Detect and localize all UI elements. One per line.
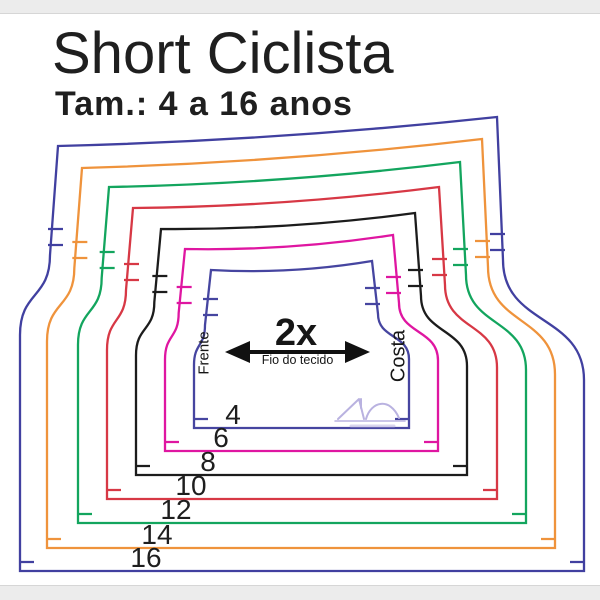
pattern-outline-14 — [45, 137, 557, 550]
size-label-4: 4 — [225, 399, 241, 430]
pattern-title: Short Ciclista — [52, 21, 394, 86]
notch-marks-14 — [47, 239, 555, 541]
notch-marks-12 — [78, 247, 526, 516]
notch-marks-16 — [20, 227, 584, 564]
watermark-logo — [334, 398, 406, 428]
letterbox-bottom — [0, 585, 600, 600]
size-outlines — [18, 115, 586, 573]
pattern-outline-8 — [134, 211, 469, 477]
size-label-8: 8 — [200, 446, 216, 477]
size-label-16: 16 — [130, 542, 161, 573]
pattern-outline-10 — [105, 185, 499, 501]
pattern-subtitle: Tam.: 4 a 16 anos — [55, 85, 353, 123]
notch-marks-10 — [107, 257, 497, 492]
pattern-outline-4 — [192, 259, 411, 430]
grainline-arrow — [225, 341, 370, 363]
pattern-outline-16 — [18, 115, 586, 573]
grainline-label: Fio do tecido — [261, 353, 334, 367]
size-label-14: 14 — [141, 519, 172, 550]
back-piece-label: Costa — [387, 329, 410, 383]
quantity-label: 2x — [274, 312, 318, 354]
notch-marks-4 — [194, 286, 409, 421]
size-label-12: 12 — [160, 494, 191, 525]
pattern-outline-12 — [76, 160, 528, 525]
pattern-outline-6 — [163, 233, 440, 453]
notch-marks-8 — [136, 268, 467, 468]
size-label-10: 10 — [175, 470, 206, 501]
front-piece-label: Frente — [195, 331, 213, 375]
letterbox-top — [0, 0, 600, 14]
notch-marks-6 — [165, 275, 438, 444]
size-label-6: 6 — [213, 422, 229, 453]
